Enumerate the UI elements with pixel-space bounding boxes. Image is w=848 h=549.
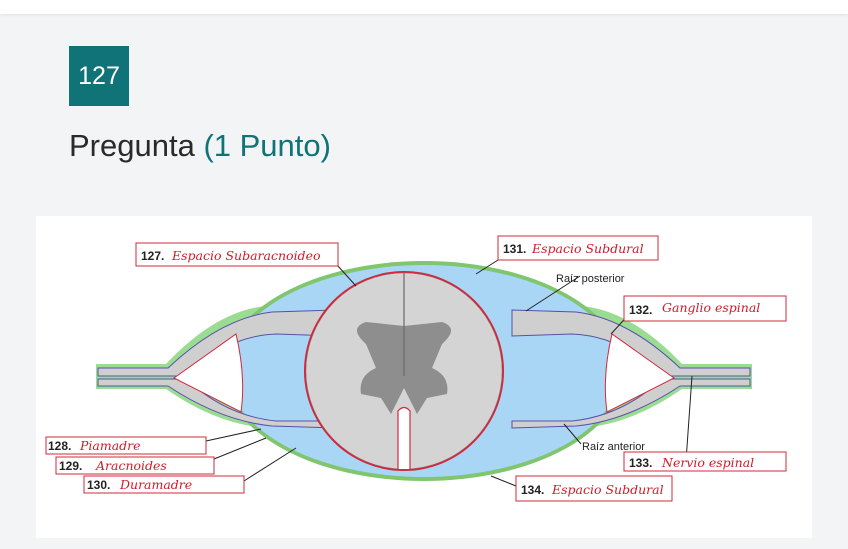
label-boxes: [45, 235, 787, 502]
label-127-answer: Espacio Subaracnoideo: [171, 248, 321, 263]
label-133-answer: Nervio espinal: [661, 455, 754, 470]
raiz-posterior-label: Raíz posterior: [556, 273, 625, 285]
spinal-cord-figure: 127. 131. 132. 128. 129. 130. 133. 134. …: [36, 216, 812, 538]
label-134-answer: Espacio Subdural: [551, 482, 664, 497]
left-foramen: [173, 333, 244, 413]
anterior-median-fissure: [397, 406, 411, 469]
label-127-num: 127.: [141, 249, 164, 263]
label-128-num: 128.: [48, 439, 71, 453]
spinal-cord-diagram: 127. 131. 132. 128. 129. 130. 133. 134. …: [45, 235, 787, 502]
right-anterior-root: [511, 378, 751, 429]
top-bar: [0, 0, 848, 14]
question-number-badge: 127: [69, 46, 129, 106]
right-foramen: [604, 333, 675, 413]
question-title-text: Pregunta: [69, 128, 195, 163]
label-133-num: 133.: [629, 456, 652, 470]
label-131-answer: Espacio Subdural: [531, 241, 644, 256]
label-129-answer: Aracnoides: [95, 458, 167, 473]
label-130-answer: Duramadre: [119, 477, 192, 492]
label-131-num: 131.: [503, 242, 526, 256]
question-points: (1 Punto): [203, 128, 331, 163]
label-130-num: 130.: [87, 478, 110, 492]
label-129-num: 129.: [59, 459, 82, 473]
raiz-anterior-label: Raíz anterior: [582, 441, 645, 453]
question-title: Pregunta (1 Punto): [69, 128, 331, 164]
label-128-answer: Piamadre: [79, 438, 141, 453]
leader-lines: [205, 259, 693, 487]
label-132-answer: Ganglio espinal: [662, 300, 760, 315]
label-134-num: 134.: [521, 483, 544, 497]
label-132-num: 132.: [629, 303, 652, 317]
